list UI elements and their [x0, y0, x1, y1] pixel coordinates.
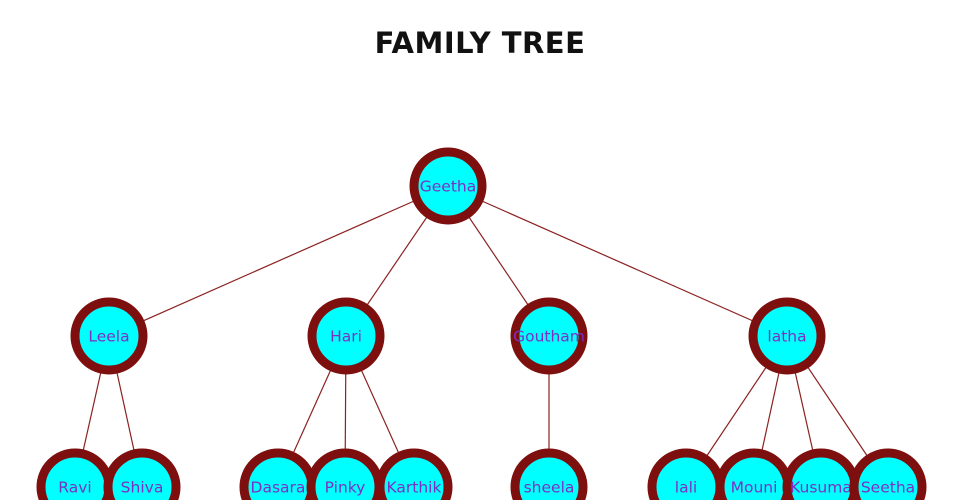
- tree-node-label: Goutham: [513, 327, 585, 345]
- tree-node-Pinky: Pinky: [306, 448, 384, 500]
- tree-node-Karthik: Karthik: [375, 448, 453, 500]
- tree-node-label: latha: [767, 327, 806, 345]
- tree-node-circle: [510, 448, 588, 500]
- tree-node-latha: latha: [748, 297, 826, 375]
- tree-node-label: Shiva: [121, 478, 164, 496]
- tree-node-circle: [748, 297, 826, 375]
- tree-node-Kusuma: Kusuma: [782, 448, 860, 500]
- tree-node-label: Seetha: [861, 478, 915, 496]
- tree-node-Goutham: Goutham: [510, 297, 588, 375]
- tree-node-label: Kusuma: [790, 478, 852, 496]
- tree-edge-Geetha-Leela: [108, 185, 449, 337]
- tree-edge-Geetha-latha: [447, 185, 788, 337]
- tree-node-circle: [70, 297, 148, 375]
- tree-node-Ravi: Ravi: [36, 448, 114, 500]
- tree-node-Seetha: Seetha: [849, 448, 927, 500]
- tree-node-circle: [375, 448, 453, 500]
- tree-node-label: Dasara: [251, 478, 306, 496]
- tree-node-label: Hari: [330, 327, 362, 345]
- tree-node-label: Geetha: [420, 177, 476, 195]
- tree-node-label: lali: [675, 478, 697, 496]
- tree-node-circle: [307, 297, 385, 375]
- tree-node-Leela: Leela: [70, 297, 148, 375]
- tree-node-circle: [849, 448, 927, 500]
- tree-node-Hari: Hari: [307, 297, 385, 375]
- tree-node-label: Mouni: [731, 478, 778, 496]
- tree-node-circle: [103, 448, 181, 500]
- tree-node-label: sheela: [524, 478, 575, 496]
- tree-node-Shiva: Shiva: [103, 448, 181, 500]
- tree-node-label: Pinky: [325, 478, 366, 496]
- tree-node-sheela: sheela: [510, 448, 588, 500]
- tree-node-circle: [409, 147, 487, 225]
- tree-node-label: Ravi: [58, 478, 91, 496]
- tree-node-Dasara: Dasara: [239, 448, 317, 500]
- tree-node-lali: lali: [647, 448, 725, 500]
- tree-node-label: Leela: [88, 327, 129, 345]
- tree-node-circle: [510, 297, 588, 375]
- tree-node-label: Karthik: [387, 478, 442, 496]
- tree-node-Mouni: Mouni: [715, 448, 793, 500]
- diagram-title: FAMILY TREE: [374, 26, 586, 60]
- tree-node-Geetha: Geetha: [409, 147, 487, 225]
